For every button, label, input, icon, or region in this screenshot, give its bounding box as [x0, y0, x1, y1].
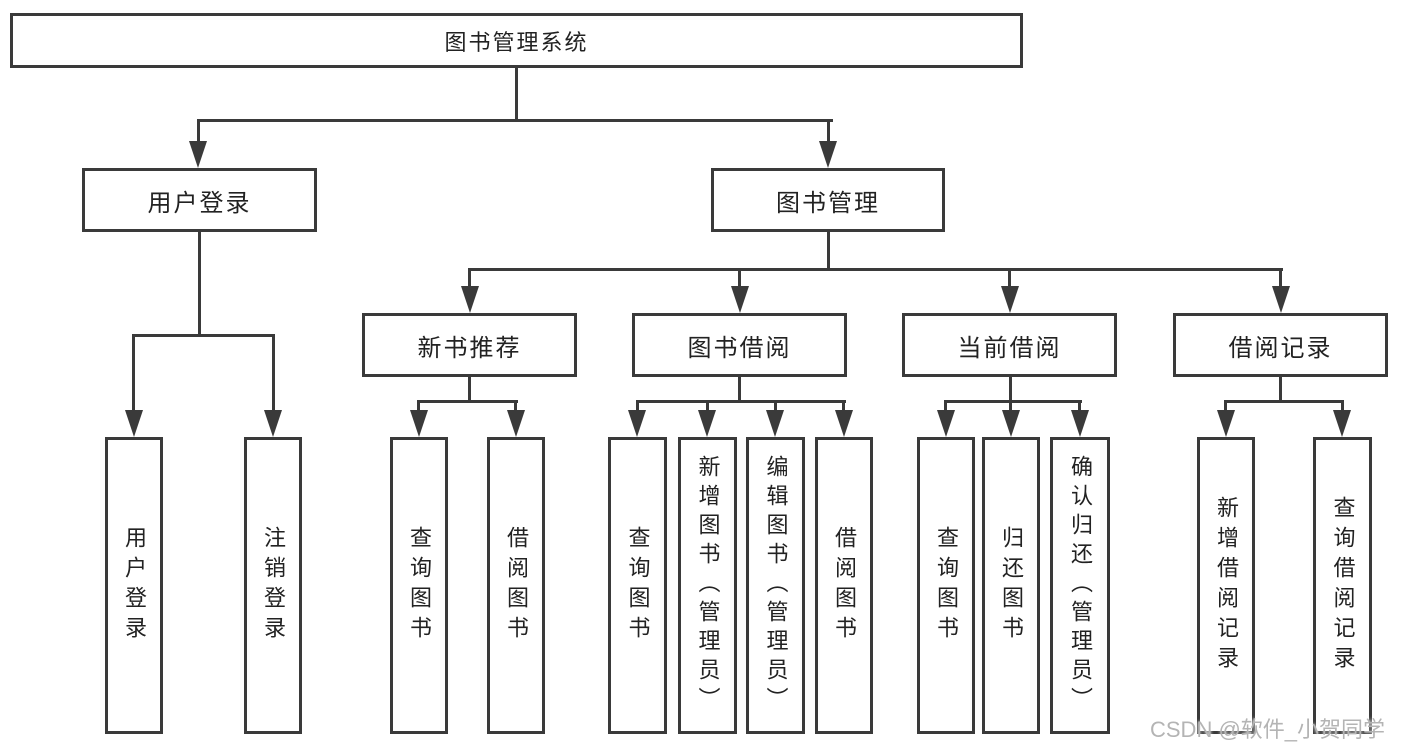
arrow-down-icon [507, 410, 525, 437]
node-book-management: 图书管理 [711, 168, 945, 232]
connector-line [469, 268, 1283, 271]
csdn-watermark: CSDN @软件_小贺同学 [1150, 717, 1386, 742]
arrow-down-icon [125, 410, 143, 437]
node-label: 新增借阅记录 [1214, 495, 1239, 676]
connector-line [1009, 375, 1012, 402]
node-borrowing-records: 借阅记录 [1173, 313, 1388, 377]
arrow-down-icon [835, 410, 853, 437]
node-label: 当前借阅 [957, 334, 1062, 362]
arrow-down-icon [1001, 286, 1019, 313]
leaf-confirm-return-admin: 确认归还（管理员） [1050, 437, 1110, 734]
connector-line [132, 334, 275, 337]
arrow-down-icon [1002, 410, 1020, 437]
connector-line [514, 400, 517, 413]
leaf-query-books-borrowing: 查询图书 [608, 437, 667, 734]
arrow-down-icon [264, 410, 282, 437]
node-current-borrowing: 当前借阅 [902, 313, 1117, 377]
arrow-down-icon [937, 410, 955, 437]
node-label: 图书管理 [776, 189, 880, 217]
leaf-borrow-books-borrowing: 借阅图书 [815, 437, 873, 734]
connector-line [198, 232, 201, 337]
arrow-down-icon [698, 410, 716, 437]
node-label: 确认归还（管理员） [1068, 455, 1093, 716]
arrow-down-icon [731, 286, 749, 313]
node-label: 图书管理系统 [444, 29, 589, 55]
connector-line [1008, 268, 1011, 290]
leaf-edit-book-admin: 编辑图书（管理员） [746, 437, 805, 734]
arrow-down-icon [1272, 286, 1290, 313]
node-label: 图书借阅 [687, 334, 792, 362]
node-label: 借阅图书 [504, 525, 529, 646]
node-label: 查询借阅记录 [1330, 495, 1356, 676]
connector-line [1279, 268, 1282, 290]
connector-line [944, 400, 1082, 403]
connector-line [944, 400, 947, 413]
node-label: 编辑图书（管理员） [763, 455, 789, 716]
leaf-add-book-admin: 新增图书（管理员） [678, 437, 737, 734]
node-label: 用户登录 [122, 525, 147, 646]
connector-line [738, 268, 741, 290]
connector-line [417, 400, 518, 403]
connector-line [1009, 400, 1012, 413]
arrow-down-icon [1071, 410, 1089, 437]
node-label: 查询图书 [625, 525, 651, 646]
node-label: 新书推荐 [417, 334, 522, 362]
arrow-down-icon [1333, 410, 1351, 437]
arrow-down-icon [766, 410, 784, 437]
connector-line [827, 119, 830, 147]
leaf-borrow-books-recommend: 借阅图书 [487, 437, 545, 734]
node-label: 用户登录 [147, 189, 252, 217]
connector-line [738, 375, 741, 402]
connector-line [197, 119, 833, 122]
connector-line [706, 400, 709, 413]
node-label: 注销登录 [261, 525, 286, 646]
connector-line [417, 400, 420, 413]
node-label: 查询图书 [407, 525, 432, 646]
connector-line [197, 119, 200, 147]
leaf-query-borrow-record: 查询借阅记录 [1313, 437, 1372, 734]
connector-line [272, 334, 275, 412]
node-user-login: 用户登录 [82, 168, 317, 232]
connector-line [1224, 400, 1227, 413]
connector-line [774, 400, 777, 413]
arrow-down-icon [189, 141, 207, 168]
leaf-query-books-recommend: 查询图书 [390, 437, 448, 734]
connector-line [468, 268, 471, 290]
connector-line [1224, 400, 1344, 403]
leaf-add-borrow-record: 新增借阅记录 [1197, 437, 1255, 734]
node-label: 借阅记录 [1228, 334, 1333, 362]
connector-line [636, 400, 639, 413]
arrow-down-icon [819, 141, 837, 168]
connector-line [1341, 400, 1344, 413]
leaf-logout: 注销登录 [244, 437, 302, 734]
connector-line [636, 400, 846, 403]
node-label: 新增图书（管理员） [695, 455, 721, 716]
connector-line [842, 400, 845, 413]
arrow-down-icon [410, 410, 428, 437]
node-new-book-recommend: 新书推荐 [362, 313, 577, 377]
node-label: 查询图书 [934, 525, 959, 646]
connector-line [827, 232, 830, 271]
node-label: 借阅图书 [832, 525, 857, 646]
node-book-borrowing: 图书借阅 [632, 313, 847, 377]
connector-line [468, 375, 471, 402]
node-label: 归还图书 [999, 525, 1024, 646]
leaf-return-books: 归还图书 [982, 437, 1040, 734]
leaf-user-login: 用户登录 [105, 437, 163, 734]
connector-line [515, 68, 518, 121]
arrow-down-icon [461, 286, 479, 313]
leaf-query-books-current: 查询图书 [917, 437, 975, 734]
connector-line [1078, 400, 1081, 413]
node-root-system: 图书管理系统 [10, 13, 1023, 68]
connector-line [132, 334, 135, 412]
arrow-down-icon [628, 410, 646, 437]
connector-line [1279, 375, 1282, 402]
arrow-down-icon [1217, 410, 1235, 437]
